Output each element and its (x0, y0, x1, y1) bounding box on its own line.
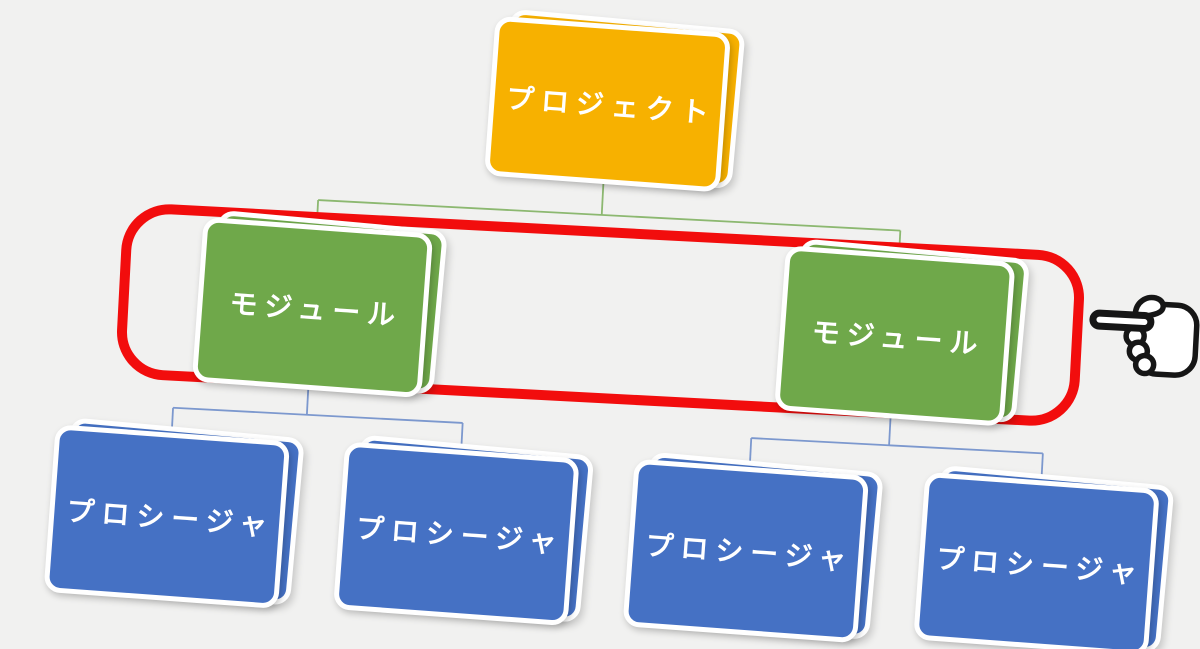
node-module-left-front-sheet: モジュール (191, 216, 434, 399)
node-procedure-4-label: プロシージャ (935, 542, 1145, 590)
node-module-left: モジュール (191, 209, 448, 399)
node-module-left-label: モジュール (228, 287, 404, 331)
node-project: プロジェクト (484, 8, 746, 193)
node-procedure-1: プロシージャ (43, 417, 305, 609)
connector-root-bar (318, 199, 901, 232)
node-project-front-sheet: プロジェクト (484, 15, 732, 193)
node-procedure-2: プロシージャ (333, 434, 595, 627)
node-procedure-3-front-sheet: プロシージャ (622, 458, 870, 644)
connector-right-bar (751, 437, 1043, 455)
node-module-right: モジュール (774, 238, 1031, 427)
connector-module-left-down (305, 389, 310, 415)
node-procedure-2-front-sheet: プロシージャ (333, 441, 580, 627)
connector-root-drop (600, 183, 605, 215)
pointing-hand-icon (1086, 287, 1200, 389)
node-procedure-4-front-sheet: プロシージャ (913, 471, 1160, 649)
node-procedure-4: プロシージャ (913, 464, 1175, 649)
left-pointing-hand-svg (1089, 294, 1200, 378)
hand-index-finger (1089, 309, 1155, 332)
node-project-label: プロジェクト (505, 82, 717, 129)
hand-curled-finger-3 (1132, 352, 1157, 377)
connector-module-right-down (888, 418, 892, 446)
node-procedure-3: プロシージャ (622, 451, 884, 644)
node-procedure-3-label: プロシージャ (644, 529, 855, 576)
node-module-right-front-sheet: モジュール (774, 245, 1016, 427)
node-procedure-1-label: プロシージャ (65, 495, 276, 542)
connector-left-bar (173, 406, 463, 424)
node-procedure-1-front-sheet: プロシージャ (43, 424, 291, 609)
node-module-right-label: モジュール (810, 315, 986, 360)
node-procedure-2-label: プロシージャ (354, 512, 565, 559)
